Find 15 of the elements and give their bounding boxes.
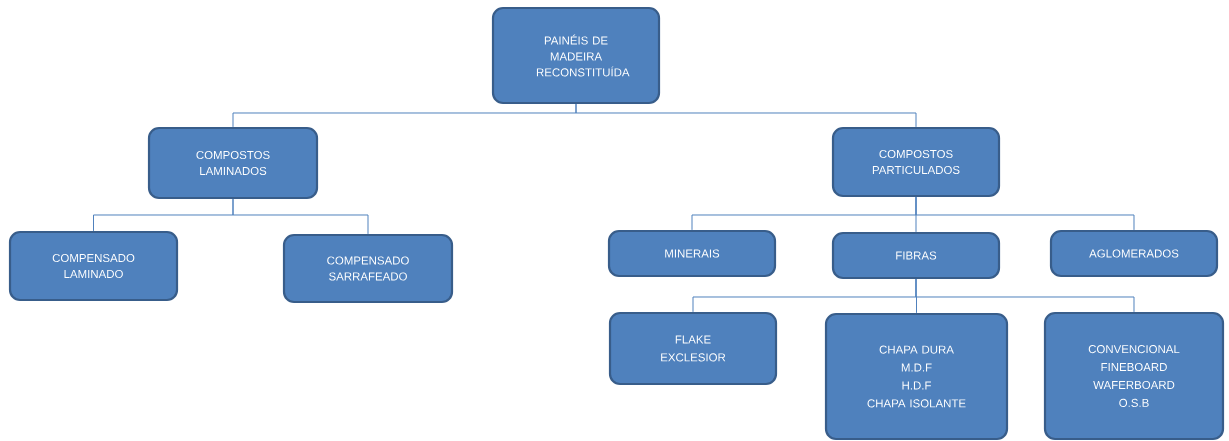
connector-line: [232, 198, 369, 235]
connector-line: [915, 196, 1135, 231]
connector-line: [915, 278, 1135, 313]
category-box: COMPOSTOS PARTICULADOS: [831, 126, 1001, 198]
connector-line: [575, 103, 917, 128]
category-box: MINERAIS: [607, 229, 777, 278]
category-box: COMPENSADO SARRAFEADO: [282, 233, 454, 304]
category-box: COMPOSTOS LAMINADOS: [147, 126, 319, 200]
category-box: CHAPA DURA M.D.F H.D.F CHAPA ISOLANTE: [824, 312, 1009, 441]
category-box: PAINÉIS DE MADEIRA RECONSTITUÍDA: [491, 6, 661, 105]
category-box: COMPENSADO LAMINADO: [8, 230, 179, 302]
category-box: FLAKE EXCLESIOR: [608, 311, 778, 386]
category-box: AGLOMERADOS: [1049, 229, 1219, 278]
category-box: FIBRAS: [831, 231, 1001, 280]
category-box: CONVENCIONAL FINEBOARD WAFERBOARD O.S.B: [1043, 311, 1225, 441]
